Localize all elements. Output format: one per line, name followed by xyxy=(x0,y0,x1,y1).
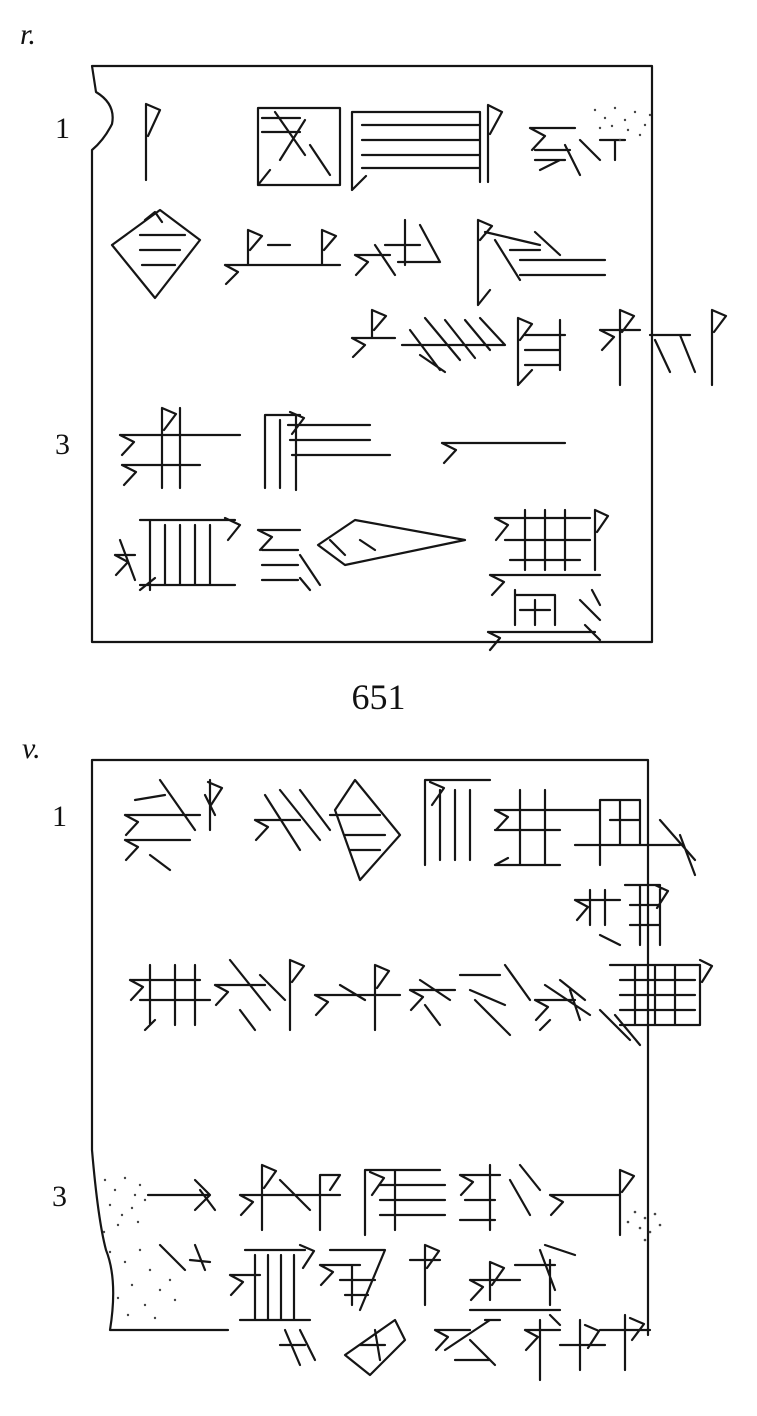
reverse-line-number-3: 3 xyxy=(52,1180,67,1213)
reverse-tablet-outline xyxy=(90,758,650,1337)
reverse-line-5-signs xyxy=(278,1313,652,1382)
reverse-line-2-signs xyxy=(128,958,714,1047)
obverse-line-3-signs xyxy=(118,406,567,492)
reverse-line-1-signs xyxy=(123,778,697,947)
reverse-line-4-signs xyxy=(108,1243,577,1322)
obverse-face-label: r. xyxy=(20,18,36,51)
obverse-line-number-1: 1 xyxy=(55,112,70,145)
obverse-line-number-3: 3 xyxy=(55,428,70,461)
obverse-line-1-signs xyxy=(144,102,652,192)
reverse-line-3-signs xyxy=(102,1163,662,1242)
obverse-line-2-signs xyxy=(110,208,607,307)
obverse-line-4-signs xyxy=(113,508,610,652)
reverse-line-number-1: 1 xyxy=(52,800,67,833)
obverse-tablet-outline xyxy=(90,64,654,644)
catalog-number: 651 xyxy=(351,677,406,717)
reverse-face-label: v. xyxy=(22,732,41,765)
obverse-line-2b-signs xyxy=(350,308,728,387)
